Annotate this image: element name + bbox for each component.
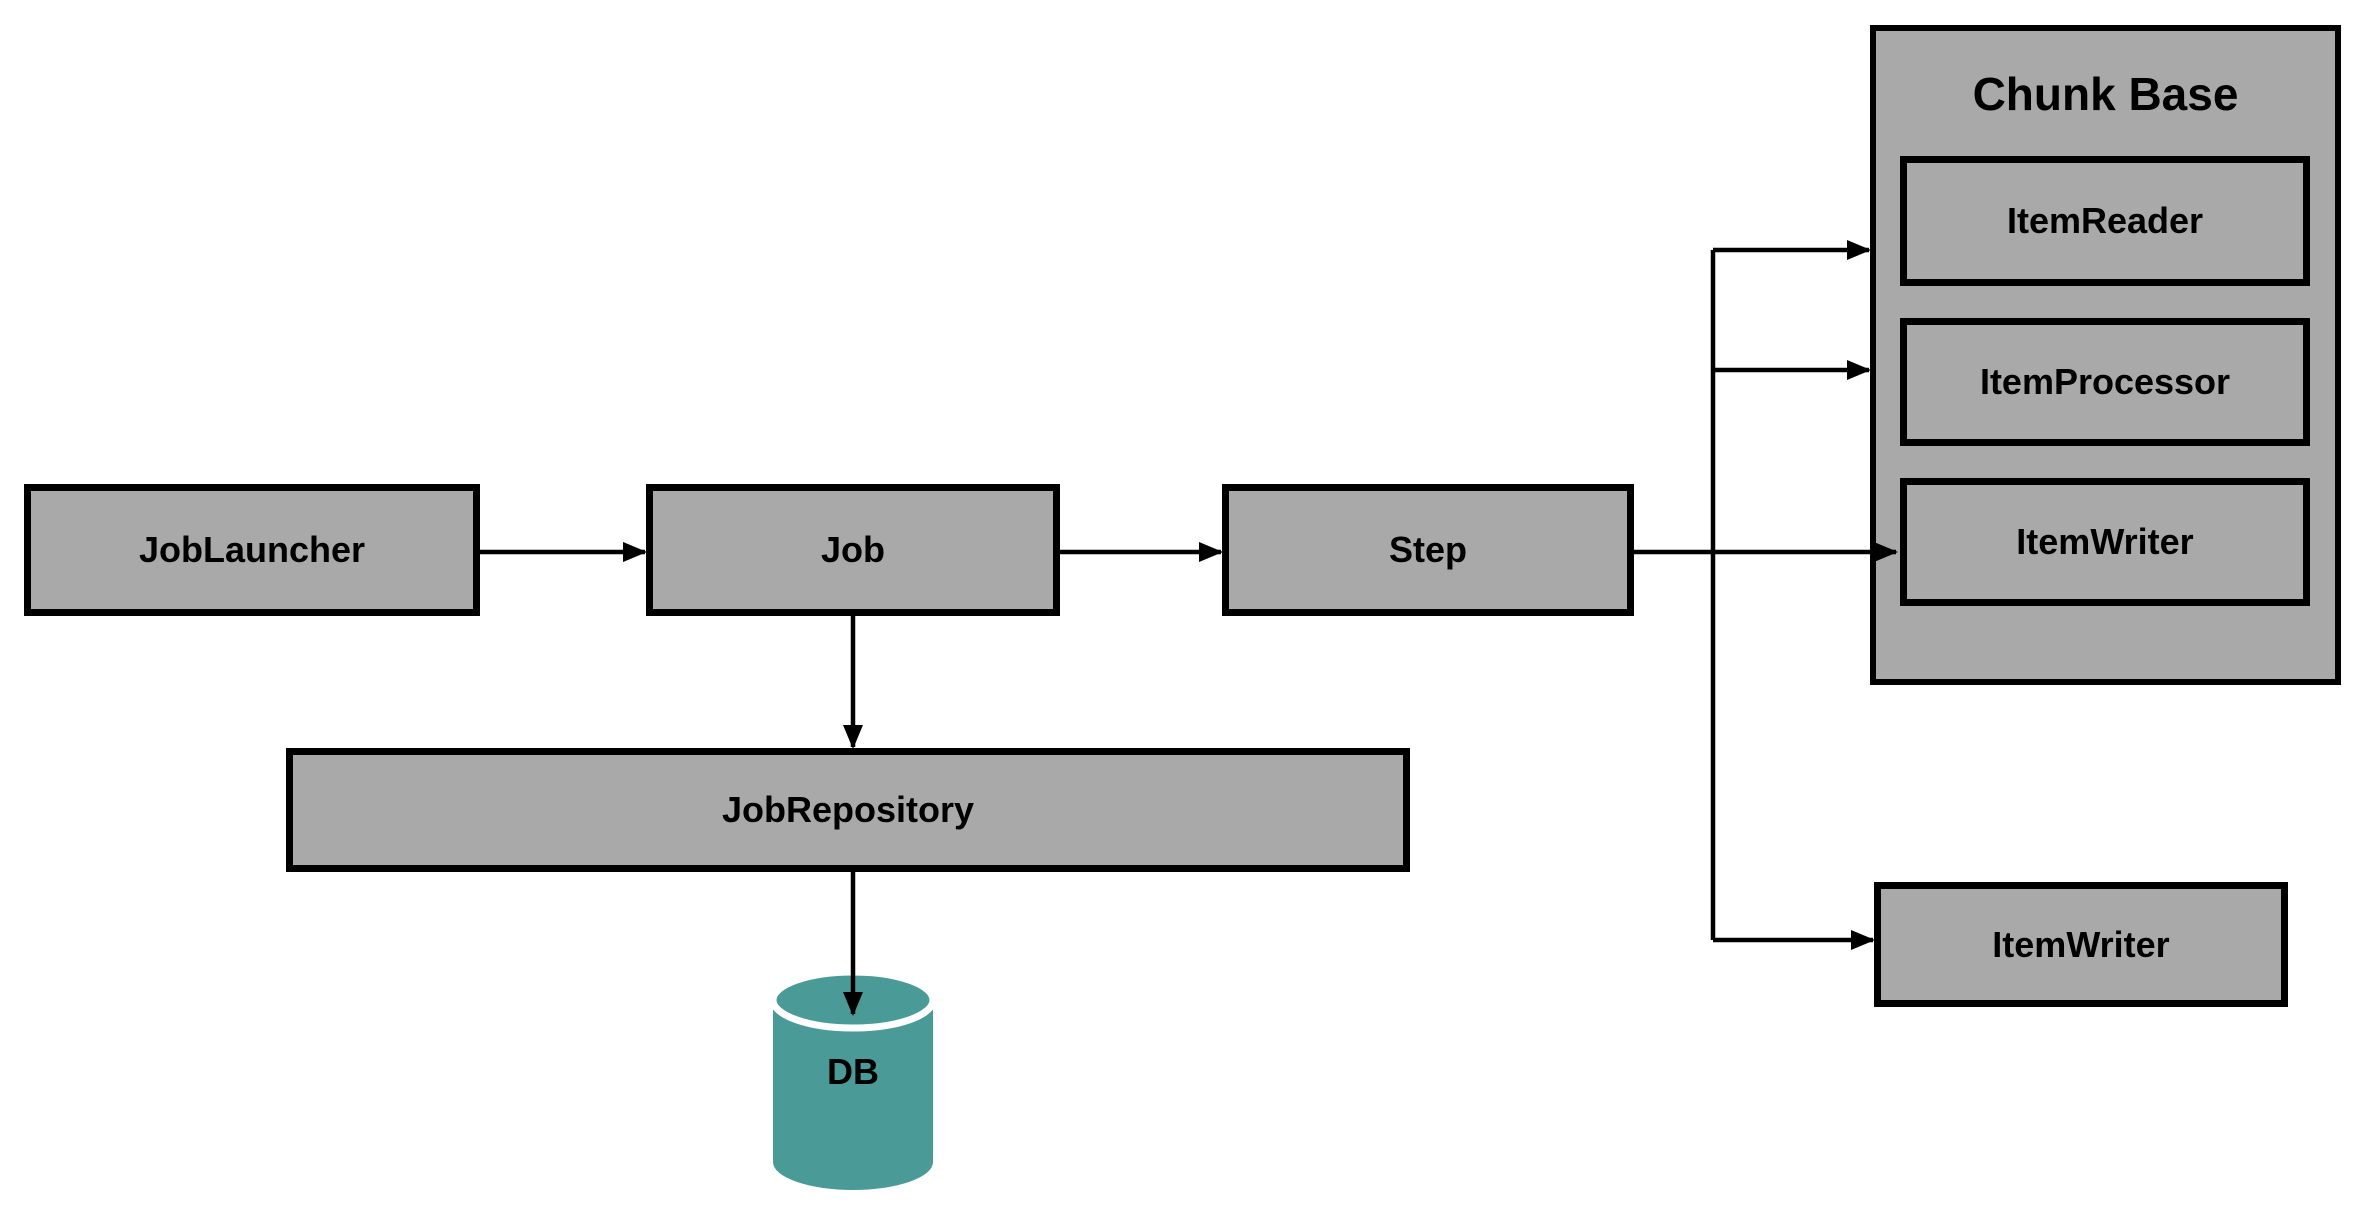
node-db-label: DB (827, 1051, 879, 1092)
node-item-processor: ItemProcessor (1900, 318, 2310, 446)
node-step: Step (1222, 484, 1634, 616)
node-item-writer-chunk-label: ItemWriter (2016, 521, 2194, 562)
node-job-launcher-label: JobLauncher (138, 529, 366, 570)
node-job-label: Job (820, 529, 885, 570)
node-job: Job (646, 484, 1060, 616)
node-item-reader-label: ItemReader (2006, 200, 2204, 241)
node-job-launcher: JobLauncher (24, 484, 480, 616)
node-item-writer-standalone-label: ItemWriter (1992, 923, 2170, 965)
database-icon (769, 968, 937, 1190)
group-chunk-base-title: Chunk Base (1972, 68, 2239, 120)
node-item-writer-chunk: ItemWriter (1900, 478, 2310, 606)
node-item-writer-standalone: ItemWriter (1874, 882, 2288, 1007)
node-job-repository-label: JobRepository (721, 789, 975, 830)
node-step-label: Step (1388, 529, 1467, 570)
group-chunk-base: Chunk Base ItemReader ItemProcessor Item… (1870, 25, 2341, 685)
node-item-reader: ItemReader (1900, 156, 2310, 286)
node-job-repository: JobRepository (286, 748, 1410, 872)
node-item-processor-label: ItemProcessor (1979, 361, 2231, 402)
